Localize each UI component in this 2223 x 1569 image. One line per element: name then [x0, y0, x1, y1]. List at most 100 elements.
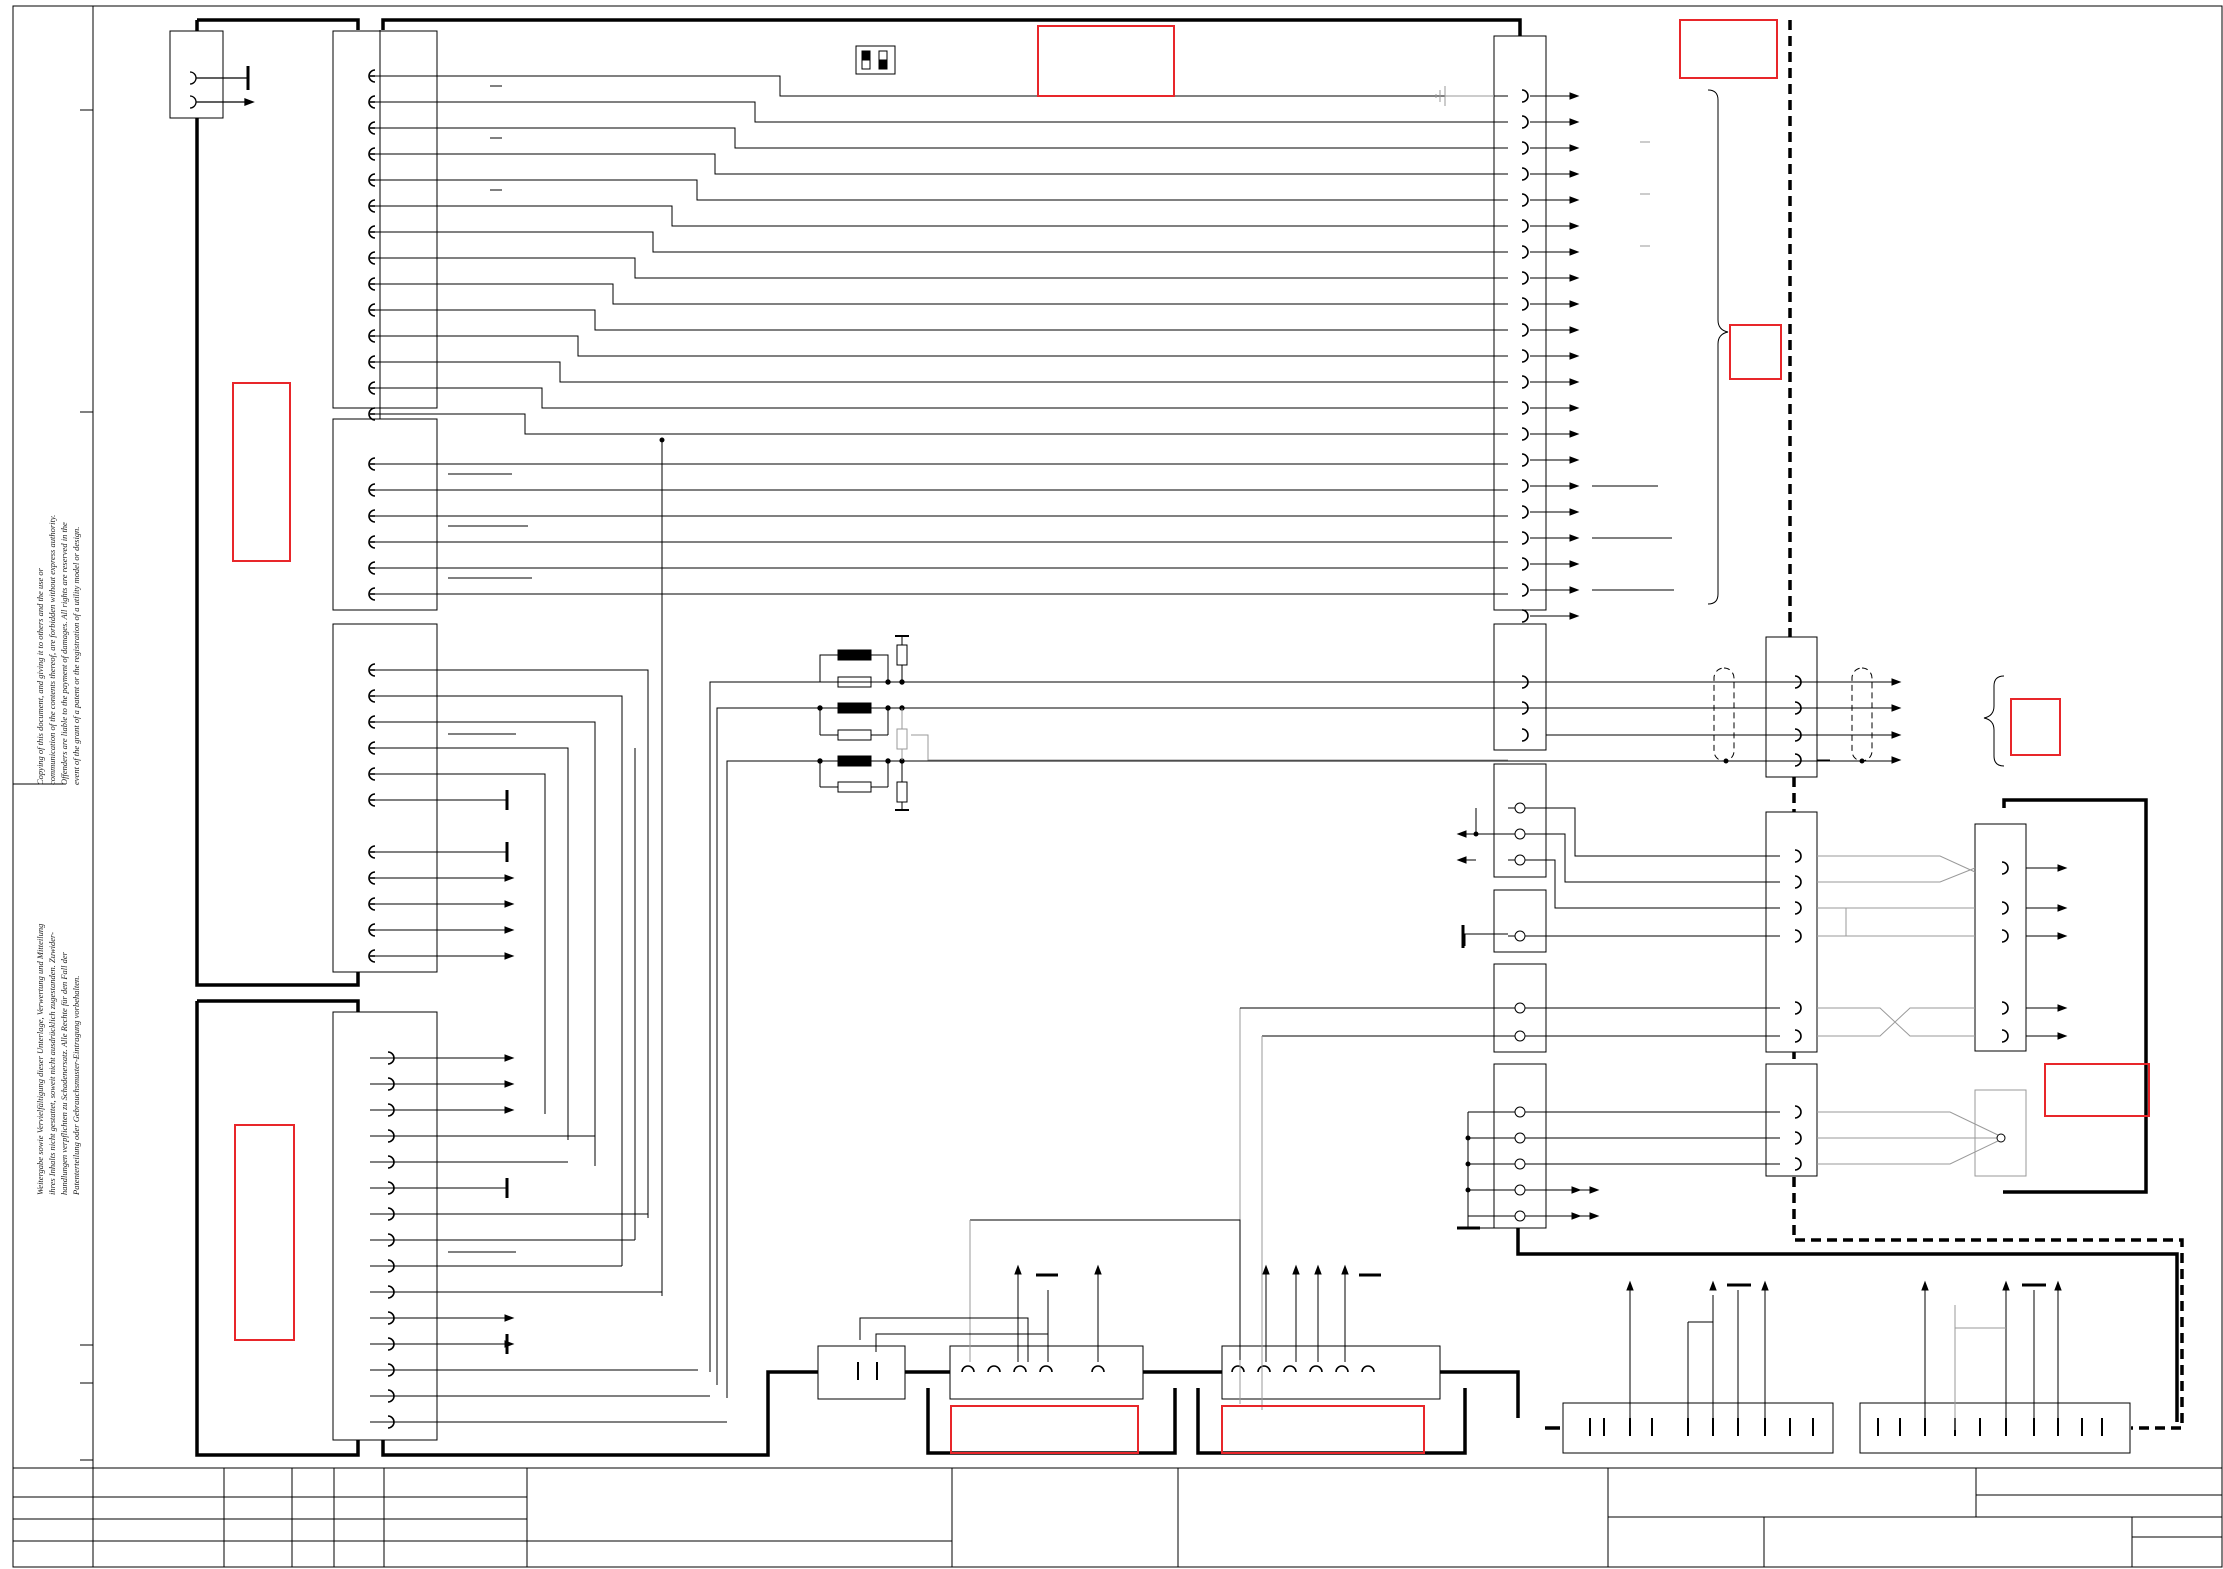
socket-terminal [368, 535, 376, 549]
junction-dot [1473, 831, 1479, 837]
bus-terminal-symbols [368, 69, 2009, 1429]
arrow-head [1569, 196, 1580, 204]
pin-terminal [2001, 1029, 2009, 1043]
pin-terminal [387, 1077, 395, 1091]
arrow-head [1569, 326, 1580, 334]
arrow-head [1569, 144, 1580, 152]
socket-terminal [368, 871, 376, 885]
arrow-head [504, 900, 515, 908]
screw-terminal [1514, 1210, 1526, 1222]
bus-wire [375, 75, 1508, 97]
pin-terminal [387, 1155, 395, 1169]
arrow-head [1569, 118, 1580, 126]
bus-output-arrows [504, 92, 2068, 1348]
arrow-head [2002, 1280, 2010, 1291]
screw-terminal [1996, 1133, 2006, 1143]
pin-terminal [1283, 1365, 1297, 1373]
connector-boxes [169, 30, 2131, 1454]
socket-terminal [368, 225, 376, 239]
pin-terminal [1794, 849, 1802, 863]
pin-terminal [1794, 901, 1802, 915]
socket-terminal [368, 69, 376, 83]
pin-terminal [2001, 901, 2009, 915]
socket-terminal [368, 483, 376, 497]
pin-terminal [1521, 349, 1529, 363]
pin-terminal [387, 1337, 395, 1351]
socket-terminal [368, 663, 376, 677]
arrow-head [1569, 300, 1580, 308]
socket-terminal [368, 303, 376, 317]
screw-terminal [1514, 802, 1526, 814]
arrow-head [1569, 534, 1580, 542]
pin-terminal [1521, 167, 1529, 181]
arrow-head [504, 874, 515, 882]
pin-terminal [1521, 89, 1529, 103]
pin-terminal [1521, 453, 1529, 467]
socket-terminal [368, 509, 376, 523]
bus-wire [375, 231, 1508, 253]
socket-terminal [368, 587, 376, 601]
page-frame [12, 5, 2223, 1568]
socket-terminal [368, 793, 376, 807]
pin-terminal [1257, 1365, 1271, 1373]
socket-terminal [368, 277, 376, 291]
screw-terminal [1514, 1184, 1526, 1196]
pin-terminal [1521, 401, 1529, 415]
socket-terminal [368, 95, 376, 109]
copyright-notice-english: Copying of this document, and giving it … [34, 515, 82, 785]
arrow-head [504, 1054, 515, 1062]
pin-terminal [1521, 219, 1529, 233]
notice-line: handlungen verpflichten zu Schadenersatz… [59, 952, 69, 1195]
socket-terminal [368, 199, 376, 213]
pin-terminal [387, 1051, 395, 1065]
pin-terminal [961, 1365, 975, 1373]
pin-terminal [387, 1311, 395, 1325]
arrow-head [1626, 1280, 1634, 1291]
pin-terminal [387, 1285, 395, 1299]
arrow-head [1569, 378, 1580, 386]
socket-terminal [368, 147, 376, 161]
bus-wire [375, 773, 546, 1114]
socket-terminal [368, 457, 376, 471]
pin-terminal [2001, 1001, 2009, 1015]
notice-line: event of the grant of a patent or the re… [71, 526, 81, 785]
bus-wire [375, 101, 1508, 123]
group-braces [1707, 89, 2005, 767]
socket-terminal [368, 121, 376, 135]
pin-terminal [1794, 1001, 1802, 1015]
arrow-head [1569, 404, 1580, 412]
socket-terminal [368, 897, 376, 911]
thick-cable-outlines [195, 18, 2179, 1457]
notice-line: Copying of this document, and giving it … [35, 568, 45, 785]
socket-terminal [368, 715, 376, 729]
pin-terminal [1039, 1365, 1053, 1373]
pin-terminal [387, 1181, 395, 1195]
pin-terminal [1794, 1157, 1802, 1171]
screw-terminal [1514, 1030, 1526, 1042]
pin-terminal [1335, 1365, 1349, 1373]
pin-terminal [1231, 1365, 1245, 1373]
arrow-head [2054, 1280, 2062, 1291]
pin-terminal [1521, 115, 1529, 129]
socket-terminal [368, 561, 376, 575]
pin-terminal [1521, 609, 1529, 623]
pin-terminal [1521, 583, 1529, 597]
pin-terminal [1309, 1365, 1323, 1373]
pin-terminal [1521, 531, 1529, 545]
socket-terminal [368, 923, 376, 937]
pin-terminal [1521, 245, 1529, 259]
arrow-head [1569, 274, 1580, 282]
pin-terminal [2001, 929, 2009, 943]
junction-dot [1465, 1161, 1471, 1167]
dip-switch-icon [855, 45, 896, 75]
screw-terminal [1514, 1158, 1526, 1170]
pin-terminal [387, 1259, 395, 1273]
notice-line: Offenders are liable to the payment of d… [59, 522, 69, 785]
arrow-head [1569, 222, 1580, 230]
pin-terminal [1794, 875, 1802, 889]
socket-terminal [368, 329, 376, 343]
arrow-head [1589, 1186, 1600, 1194]
arrow-head [1569, 586, 1580, 594]
screw-terminal [1514, 1002, 1526, 1014]
